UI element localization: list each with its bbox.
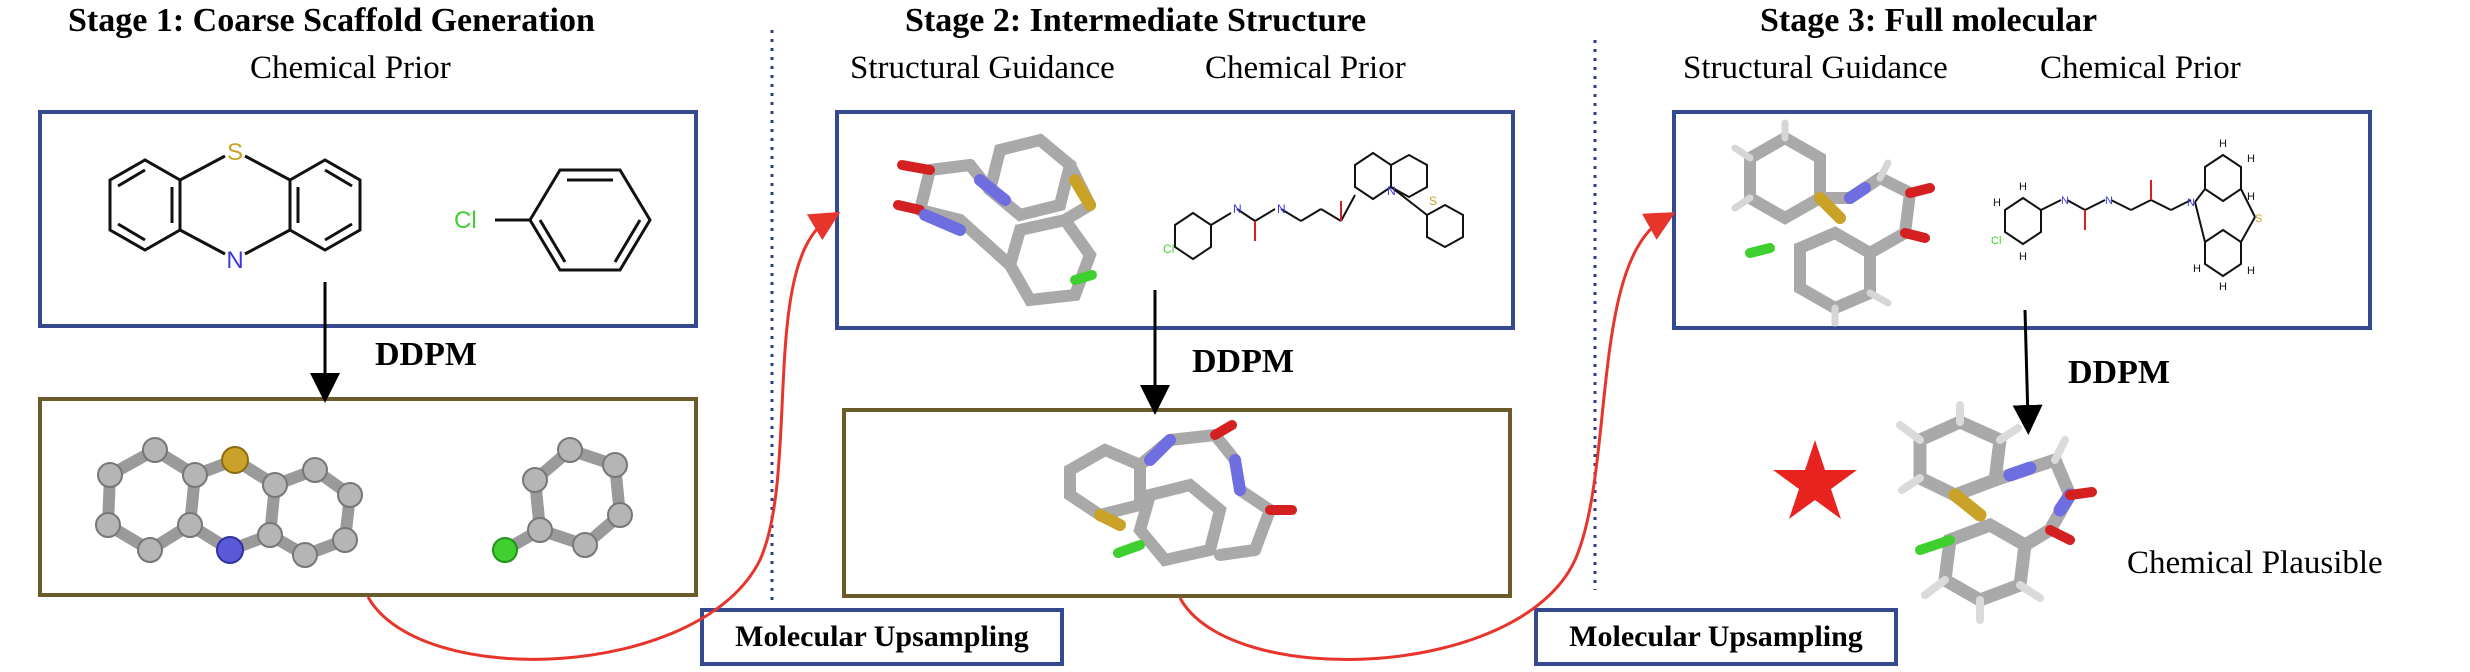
stage-3-sulfur-label: S [2255,213,2262,225]
stage-2-sulfur-label: S [1429,194,1437,208]
stage-2-nitrogen-label-c: N [1387,184,1396,198]
phenothiazine-2d-structure: S N [108,139,362,274]
stage-3-nitrogen-label-a: N [2061,195,2069,207]
nitrogen-atom-label: N [226,247,243,274]
hydrogen-label: H [2219,281,2227,293]
stage-1-ddpm-label: DDPM [375,336,477,373]
stage-2-output-3d-model [1064,420,1297,567]
phenothiazine-3d-model [95,437,363,568]
sulfur-atom-label: S [227,139,243,166]
hydrogen-label: H [2219,138,2227,150]
hydrogen-label: H [2247,153,2255,165]
stage-3-nitrogen-label-c: N [2187,197,2195,209]
stage-1-title: Stage 1: Coarse Scaffold Generation [68,2,595,39]
stage-2-prior-2d-structure: Cl N N N S [1163,151,1464,261]
final-3d-molecule-model [1896,401,2097,624]
stage-3-title: Stage 3: Full molecular [1760,2,2098,39]
star-icon [1773,440,1857,519]
chlorobenzene-3d-model [492,437,633,563]
hydrogen-label: H [2247,265,2255,277]
hydrogen-label: H [2247,191,2255,203]
stage-2-nitrogen-label-a: N [1233,202,1242,216]
stage-2-nitrogen-label-b: N [1277,202,1286,216]
upsampling-box-1: Molecular Upsampling [700,608,1064,666]
stage-3-prior-2d-structure: H H H H H H H H H Cl N N N S [1991,138,2262,293]
stage-3-guidance-3d-model [1731,119,1935,327]
stage-2-structural-guidance-label: Structural Guidance [850,50,1115,86]
stage-3-structural-guidance-label: Structural Guidance [1683,50,1948,86]
stage-3-nitrogen-label-b: N [2105,195,2113,207]
stage-2-chemical-prior-label: Chemical Prior [1205,50,1406,86]
stage-2-title: Stage 2: Intermediate Structure [905,2,1367,39]
hydrogen-label: H [2019,181,2027,193]
upsampling-box-2: Molecular Upsampling [1534,608,1898,666]
stage-2-guidance-3d-model [893,133,1097,307]
stage-3-ddpm-label: DDPM [2068,354,2170,391]
stage-2-chlorine-label: Cl [1163,242,1174,256]
stage-3-chlorine-label: Cl [1991,235,2001,247]
chemical-plausible-label: Chemical Plausible [2127,545,2383,581]
chlorobenzene-2d-structure: Cl [454,168,652,272]
chlorine-atom-label: Cl [454,207,477,234]
hydrogen-label: H [1993,197,2001,209]
hydrogen-label: H [2019,251,2027,263]
hydrogen-label: H [2193,263,2201,275]
stage-2-ddpm-label: DDPM [1192,343,1294,380]
stage-1-chemical-prior-label: Chemical Prior [250,50,451,86]
stage-3-chemical-prior-label: Chemical Prior [2040,50,2241,86]
